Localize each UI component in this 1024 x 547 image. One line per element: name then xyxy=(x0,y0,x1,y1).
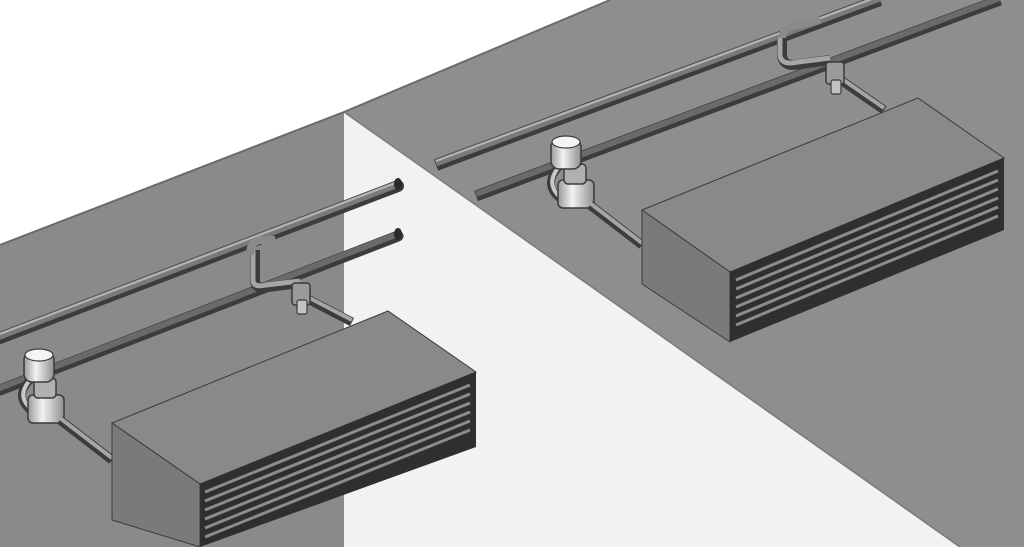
grille-slats xyxy=(204,383,471,539)
left-assembly xyxy=(0,178,478,547)
grille-slats xyxy=(735,169,999,327)
thermostatic-valve-icon xyxy=(547,135,645,249)
left-return-pipe xyxy=(0,230,404,396)
thermostatic-valve-icon xyxy=(18,348,115,464)
right-fitting xyxy=(825,61,845,95)
right-fan-coil-unit xyxy=(640,97,1006,343)
left-fan-coil-unit xyxy=(110,310,478,547)
right-assembly xyxy=(433,0,1006,343)
unit-grille xyxy=(730,158,1004,342)
left-fitting xyxy=(291,282,311,315)
left-supply-pipe xyxy=(0,180,404,344)
unit-front-left xyxy=(111,422,201,547)
